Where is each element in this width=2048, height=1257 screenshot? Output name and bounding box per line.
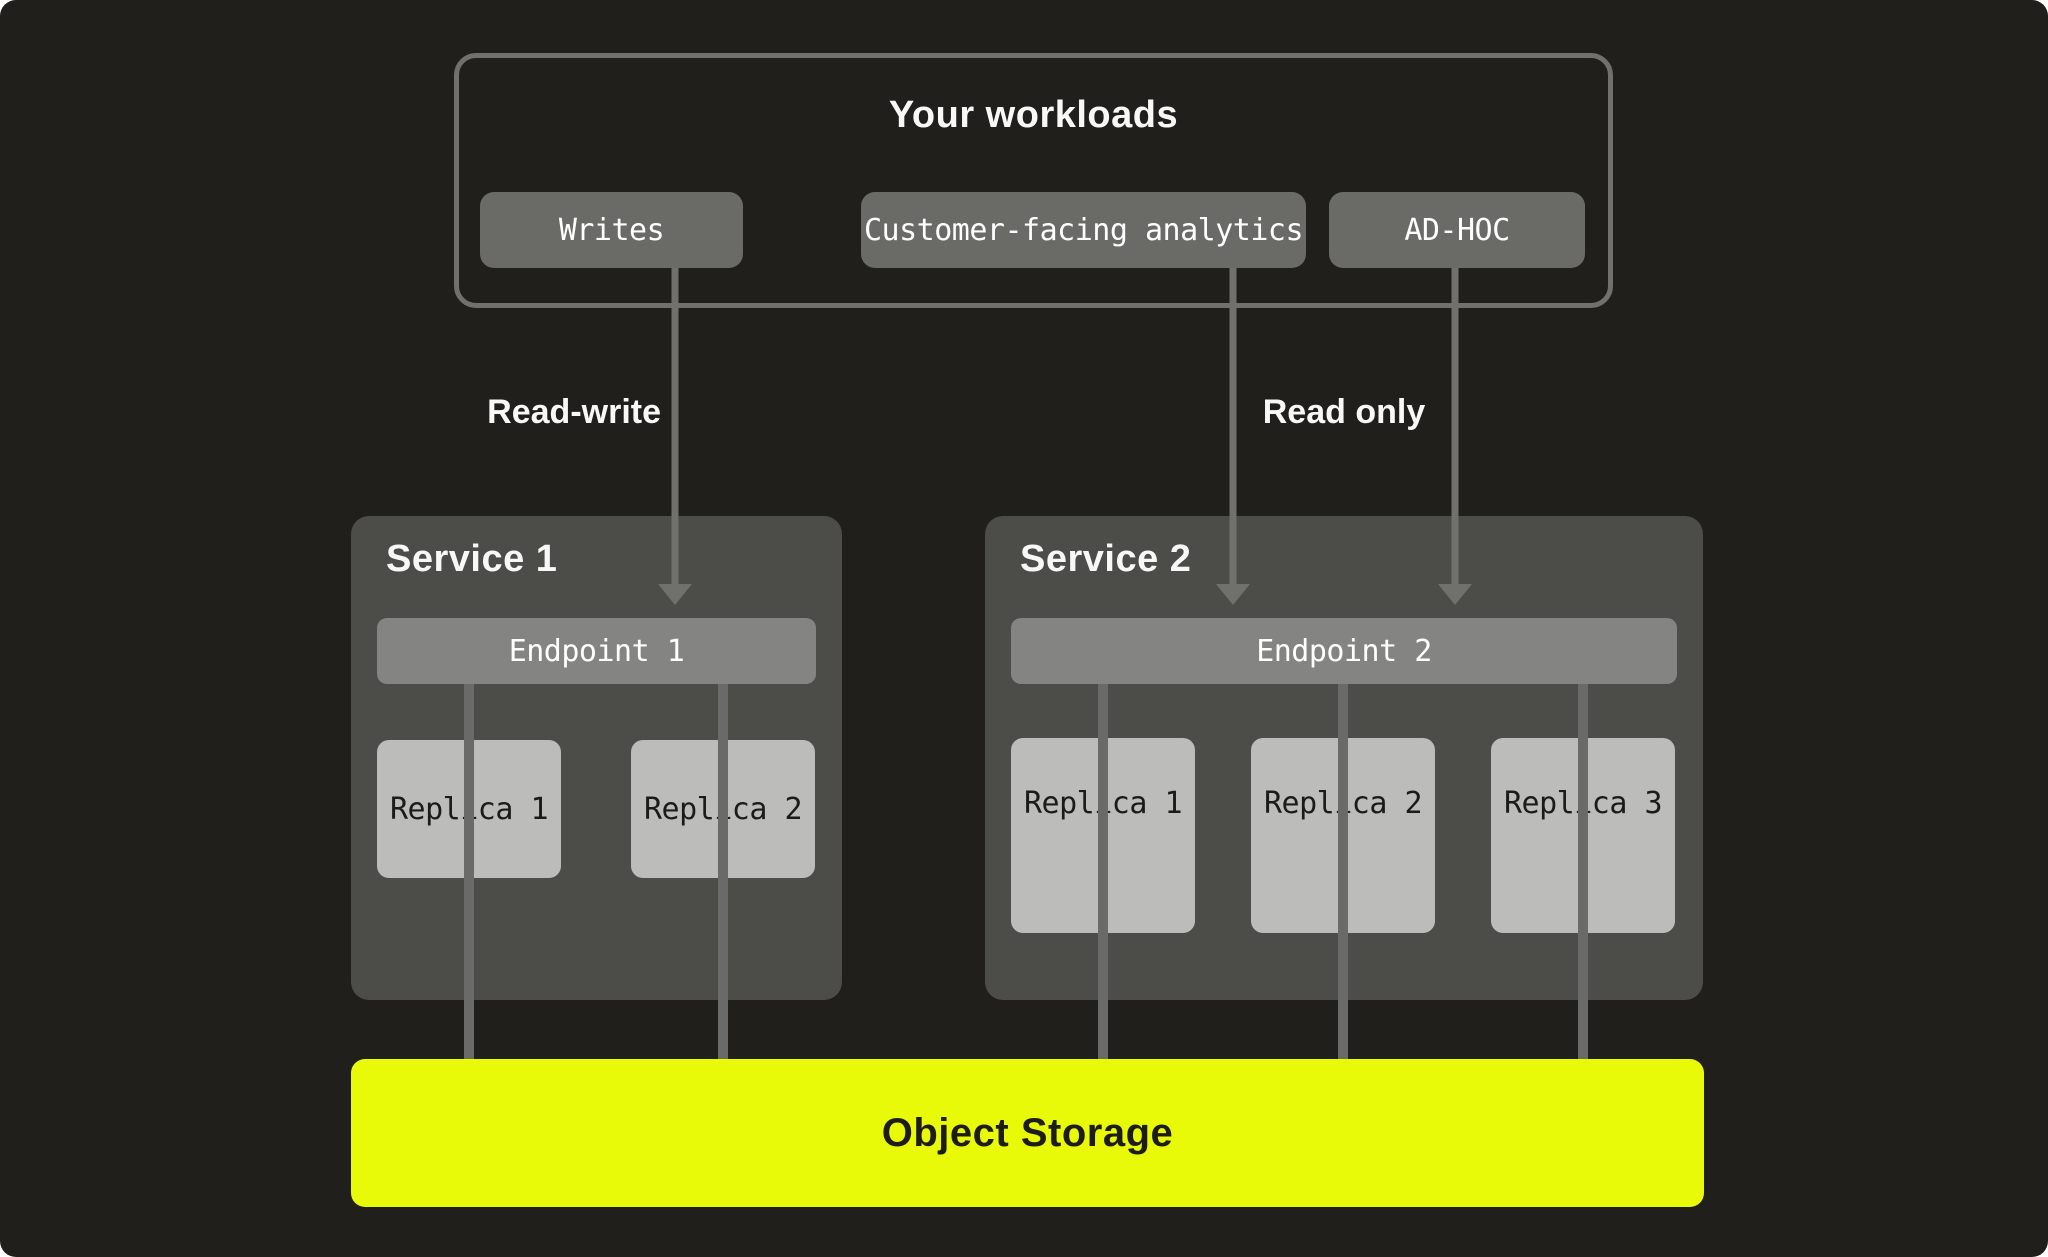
connector-line [1338,684,1348,1059]
connector-line [1098,684,1108,1059]
service-1-endpoint: Endpoint 1 [377,618,816,684]
workload-node-writes-label: Writes [558,212,665,248]
service-1-title: Service 1 [386,538,558,580]
service-2-endpoint: Endpoint 2 [1011,618,1677,684]
workload-node-analytics: Customer-facing analytics [861,192,1306,268]
workload-node-writes: Writes [480,192,743,268]
workloads-title: Your workloads [888,94,1179,136]
workload-node-adhoc: AD-HOC [1329,192,1585,268]
read-only-label: Read only [1262,393,1426,431]
object-storage-label: Object Storage [881,1110,1174,1155]
read-write-label: Read-write [487,393,661,431]
workloads-box [454,53,1613,308]
connector-line [464,684,474,1059]
service-2-title: Service 2 [1020,538,1192,580]
workload-node-adhoc-label: AD-HOC [1404,212,1510,248]
service-1-panel: Service 1 Endpoint 1 Replica 1 Replica 2 [351,516,842,1000]
connector-line [1578,684,1588,1059]
object-storage-bar: Object Storage [351,1059,1704,1207]
workload-node-analytics-label: Customer-facing analytics [863,212,1304,248]
connector-line [718,684,728,1059]
